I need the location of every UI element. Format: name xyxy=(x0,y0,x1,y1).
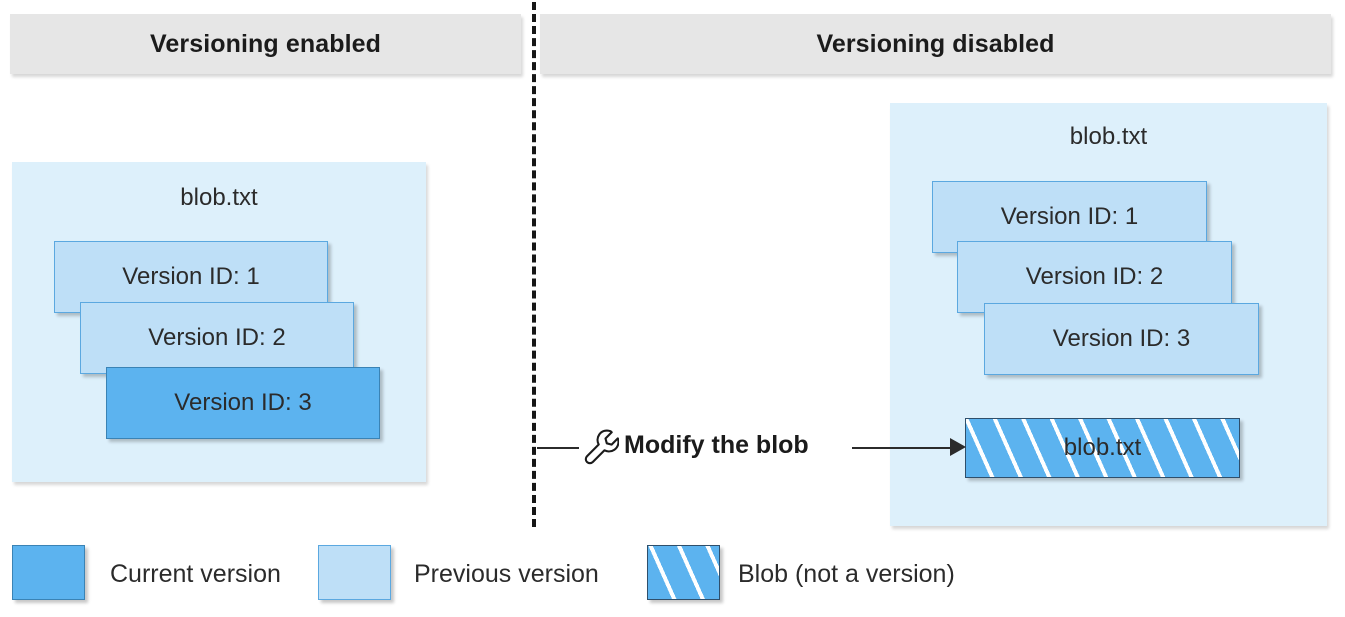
version-label: Version ID: 3 xyxy=(1052,325,1191,352)
version-box-left-2: Version ID: 2 xyxy=(80,302,354,374)
connector-line-right xyxy=(852,447,952,449)
panel-header-right-label: Versioning disabled xyxy=(816,29,1055,58)
blob-title-left: blob.txt xyxy=(180,184,258,211)
panel-header-versioning-disabled: Versioning disabled xyxy=(540,14,1331,74)
blob-object-label: blob.txt xyxy=(1063,434,1142,461)
modify-the-blob-label: Modify the blob xyxy=(624,431,809,459)
panel-header-left-label: Versioning enabled xyxy=(149,29,382,58)
legend-label-previous-version: Previous version xyxy=(414,560,599,588)
legend-label-blob-not-a-version: Blob (not a version) xyxy=(738,560,955,588)
blob-title-right: blob.txt xyxy=(1069,123,1148,150)
arrow-head-icon xyxy=(950,438,966,456)
version-box-left-3-current: Version ID: 3 xyxy=(106,367,380,439)
legend-swatch-previous-version xyxy=(318,545,391,600)
version-label: Version ID: 2 xyxy=(148,324,286,351)
vertical-dashed-divider xyxy=(532,2,536,527)
version-label: Version ID: 3 xyxy=(174,389,312,416)
version-label: Version ID: 1 xyxy=(1000,203,1139,230)
wrench-icon xyxy=(583,428,620,466)
version-box-right-3: Version ID: 3 xyxy=(984,303,1259,375)
connector-line-left xyxy=(537,447,579,449)
legend-swatch-current-version xyxy=(12,545,85,600)
legend-label-current-version: Current version xyxy=(110,560,281,588)
legend-swatch-blob-not-a-version xyxy=(647,545,720,600)
version-label: Version ID: 2 xyxy=(1025,263,1164,290)
panel-header-versioning-enabled: Versioning enabled xyxy=(10,14,521,74)
version-label: Version ID: 1 xyxy=(122,263,260,290)
blob-object-box-right: blob.txt xyxy=(965,418,1240,478)
version-box-left-1: Version ID: 1 xyxy=(54,241,328,313)
